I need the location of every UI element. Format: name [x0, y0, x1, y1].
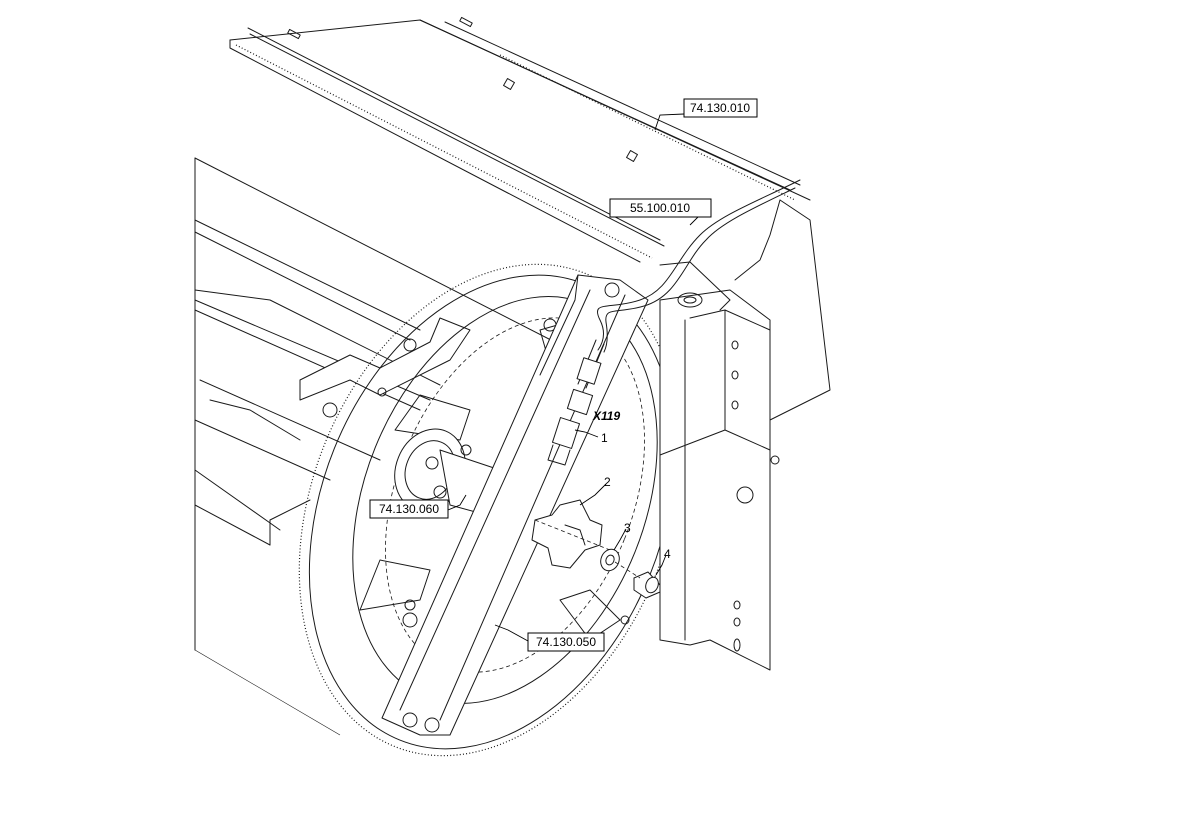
svg-text:74.130.060: 74.130.060	[379, 502, 439, 516]
callout-1: 1	[601, 431, 608, 445]
washer-part-3	[600, 548, 620, 572]
svg-text:74.130.050: 74.130.050	[536, 635, 596, 649]
reference-label-74.130.010[interactable]: 74.130.010	[683, 98, 758, 118]
callout-3: 3	[624, 521, 631, 535]
side-bracket	[659, 199, 831, 671]
callout-2: 2	[604, 475, 611, 489]
svg-text:55.100.010: 55.100.010	[630, 201, 690, 215]
reference-label-55.100.010[interactable]: 55.100.010	[609, 198, 712, 218]
connector-x119	[547, 357, 602, 466]
bolt-part-4	[614, 561, 661, 599]
cross-coupling-part-2	[531, 499, 611, 569]
connector-label: X119	[592, 409, 620, 423]
reference-label-74.130.050[interactable]: 74.130.050	[527, 632, 605, 652]
svg-text:74.130.010: 74.130.010	[690, 101, 750, 115]
reference-label-74.130.060[interactable]: 74.130.060	[369, 499, 449, 519]
housing-frame	[194, 16, 811, 736]
callout-4: 4	[664, 547, 671, 561]
